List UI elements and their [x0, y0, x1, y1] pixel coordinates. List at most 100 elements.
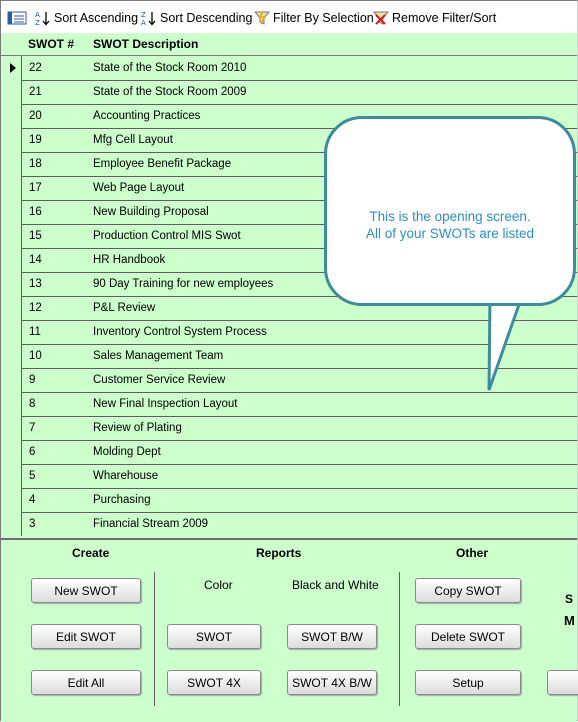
record-selector[interactable] [1, 272, 22, 296]
record-selector[interactable] [1, 224, 22, 248]
swot-number-cell[interactable]: 10 [29, 350, 42, 362]
table-row[interactable]: 14 HR Handbook [1, 248, 577, 273]
swot-description-cell[interactable]: State of the Stock Room 2010 [93, 62, 247, 74]
swot-description-cell[interactable]: New Final Inspection Layout [93, 398, 238, 410]
swot-number-cell[interactable]: 7 [29, 422, 36, 434]
swot-number-cell[interactable]: 3 [29, 518, 36, 530]
swot-number-cell[interactable]: 15 [29, 230, 42, 242]
swot-number-cell[interactable]: 13 [29, 278, 42, 290]
swot-description-cell[interactable]: New Building Proposal [93, 206, 209, 218]
swot-4x-bw-report-button[interactable]: SWOT 4X B/W [287, 670, 377, 695]
record-selector[interactable] [1, 344, 22, 368]
swot-description-cell[interactable]: Financial Stream 2009 [93, 518, 209, 530]
table-row[interactable]: 13 90 Day Training for new employees [1, 272, 577, 297]
edit-swot-button[interactable]: Edit SWOT [31, 624, 141, 649]
column-header-swot-description[interactable]: SWOT Description [93, 37, 199, 51]
record-selector[interactable] [1, 440, 22, 464]
swot-number-cell[interactable]: 22 [29, 62, 42, 74]
table-row[interactable]: 20 Accounting Practices [1, 104, 577, 129]
swot-description-cell[interactable]: Molding Dept [93, 446, 161, 458]
swot-bw-report-button[interactable]: SWOT B/W [287, 624, 377, 649]
record-selector[interactable] [1, 176, 22, 200]
table-row[interactable]: 3 Financial Stream 2009 [1, 512, 577, 536]
filter-by-selection-button[interactable]: Filter By Selection [253, 9, 374, 27]
swot-description-cell[interactable]: Sales Management Team [93, 350, 224, 362]
table-row[interactable]: 8 New Final Inspection Layout [1, 392, 577, 417]
swot-description-cell[interactable]: State of the Stock Room 2009 [93, 86, 247, 98]
swot-description-cell[interactable]: Inventory Control System Process [93, 326, 267, 338]
delete-swot-button[interactable]: Delete SWOT [415, 624, 521, 649]
table-row[interactable]: 6 Molding Dept [1, 440, 577, 465]
swot-description-cell[interactable]: Production Control MIS Swot [93, 230, 241, 242]
table-row[interactable]: 22 State of the Stock Room 2010 [1, 56, 577, 81]
record-selector[interactable] [1, 200, 22, 224]
swot-description-cell[interactable]: HR Handbook [93, 254, 166, 266]
swot-number-cell[interactable]: 19 [29, 134, 42, 146]
swot-number-cell[interactable]: 9 [29, 374, 36, 386]
table-row[interactable]: 19 Mfg Cell Layout [1, 128, 577, 153]
swot-number-cell[interactable]: 6 [29, 446, 36, 458]
edit-all-button[interactable]: Edit All [31, 670, 141, 695]
reports-section-title: Reports [256, 546, 302, 560]
record-selector[interactable] [1, 488, 22, 512]
table-row[interactable]: 18 Employee Benefit Package [1, 152, 577, 177]
table-row[interactable]: 7 Review of Plating [1, 416, 577, 441]
swot-number-cell[interactable]: 14 [29, 254, 42, 266]
record-selector[interactable] [1, 248, 22, 272]
swot-description-cell[interactable]: Review of Plating [93, 422, 182, 434]
record-selector[interactable] [1, 104, 22, 128]
swot-4x-report-button[interactable]: SWOT 4X [167, 670, 261, 695]
record-selector[interactable] [1, 128, 22, 152]
record-selector[interactable] [1, 80, 22, 104]
record-selector[interactable] [1, 320, 22, 344]
datasheet-view-button[interactable] [7, 9, 30, 27]
swot-number-cell[interactable]: 11 [29, 326, 41, 338]
new-swot-button[interactable]: New SWOT [31, 578, 141, 603]
swot-description-cell[interactable]: Employee Benefit Package [93, 158, 232, 170]
swot-number-cell[interactable]: 12 [29, 302, 42, 314]
swot-description-cell[interactable]: 90 Day Training for new employees [93, 278, 274, 290]
table-row[interactable]: 5 Wharehouse [1, 464, 577, 489]
swot-number-cell[interactable]: 16 [29, 206, 42, 218]
record-selector[interactable] [1, 368, 22, 392]
record-selector[interactable] [1, 464, 22, 488]
swot-number-cell[interactable]: 20 [29, 110, 42, 122]
swot-description-cell[interactable]: Customer Service Review [93, 374, 226, 386]
copy-swot-button[interactable]: Copy SWOT [415, 578, 521, 603]
record-selector[interactable] [1, 152, 22, 176]
swot-description-cell[interactable]: Web Page Layout [93, 182, 185, 194]
setup-button[interactable]: Setup [415, 670, 521, 695]
record-selector[interactable] [1, 392, 22, 416]
swot-number-cell[interactable]: 18 [29, 158, 42, 170]
swot-description-cell[interactable]: Mfg Cell Layout [93, 134, 173, 146]
swot-number-cell[interactable]: 17 [29, 182, 42, 194]
swot-description-cell[interactable]: P&L Review [93, 302, 156, 314]
table-row[interactable]: 9 Customer Service Review [1, 368, 577, 393]
remove-filter-sort-button[interactable]: Remove Filter/Sort [372, 9, 496, 27]
swot-description-cell[interactable]: Wharehouse [93, 470, 159, 482]
table-row[interactable]: 17 Web Page Layout [1, 176, 577, 201]
record-selector[interactable] [1, 416, 22, 440]
swot-number-cell[interactable]: 21 [29, 86, 42, 98]
partial-button[interactable] [547, 670, 578, 695]
table-row[interactable]: 11 Inventory Control System Process [1, 320, 577, 345]
swot-number-cell[interactable]: 4 [29, 494, 36, 506]
swot-number-cell[interactable]: 5 [29, 470, 36, 482]
record-selector[interactable] [1, 56, 22, 80]
table-row[interactable]: 21 State of the Stock Room 2009 [1, 80, 577, 105]
swot-description-cell[interactable]: Accounting Practices [93, 110, 201, 122]
table-row[interactable]: 16 New Building Proposal [1, 200, 577, 225]
record-selector[interactable] [1, 512, 22, 536]
swot-report-button[interactable]: SWOT [167, 624, 261, 649]
record-selector[interactable] [1, 296, 22, 320]
table-row[interactable]: 10 Sales Management Team [1, 344, 577, 369]
table-row[interactable]: 4 Purchasing [1, 488, 577, 513]
swot-description-cell[interactable]: Purchasing [93, 494, 151, 506]
table-row[interactable]: 12 P&L Review [1, 296, 577, 321]
column-header-swot-number[interactable]: SWOT # [28, 37, 75, 51]
swot-number-cell[interactable]: 8 [29, 398, 36, 410]
table-row[interactable]: 15 Production Control MIS Swot [1, 224, 577, 249]
section-divider [399, 572, 400, 706]
